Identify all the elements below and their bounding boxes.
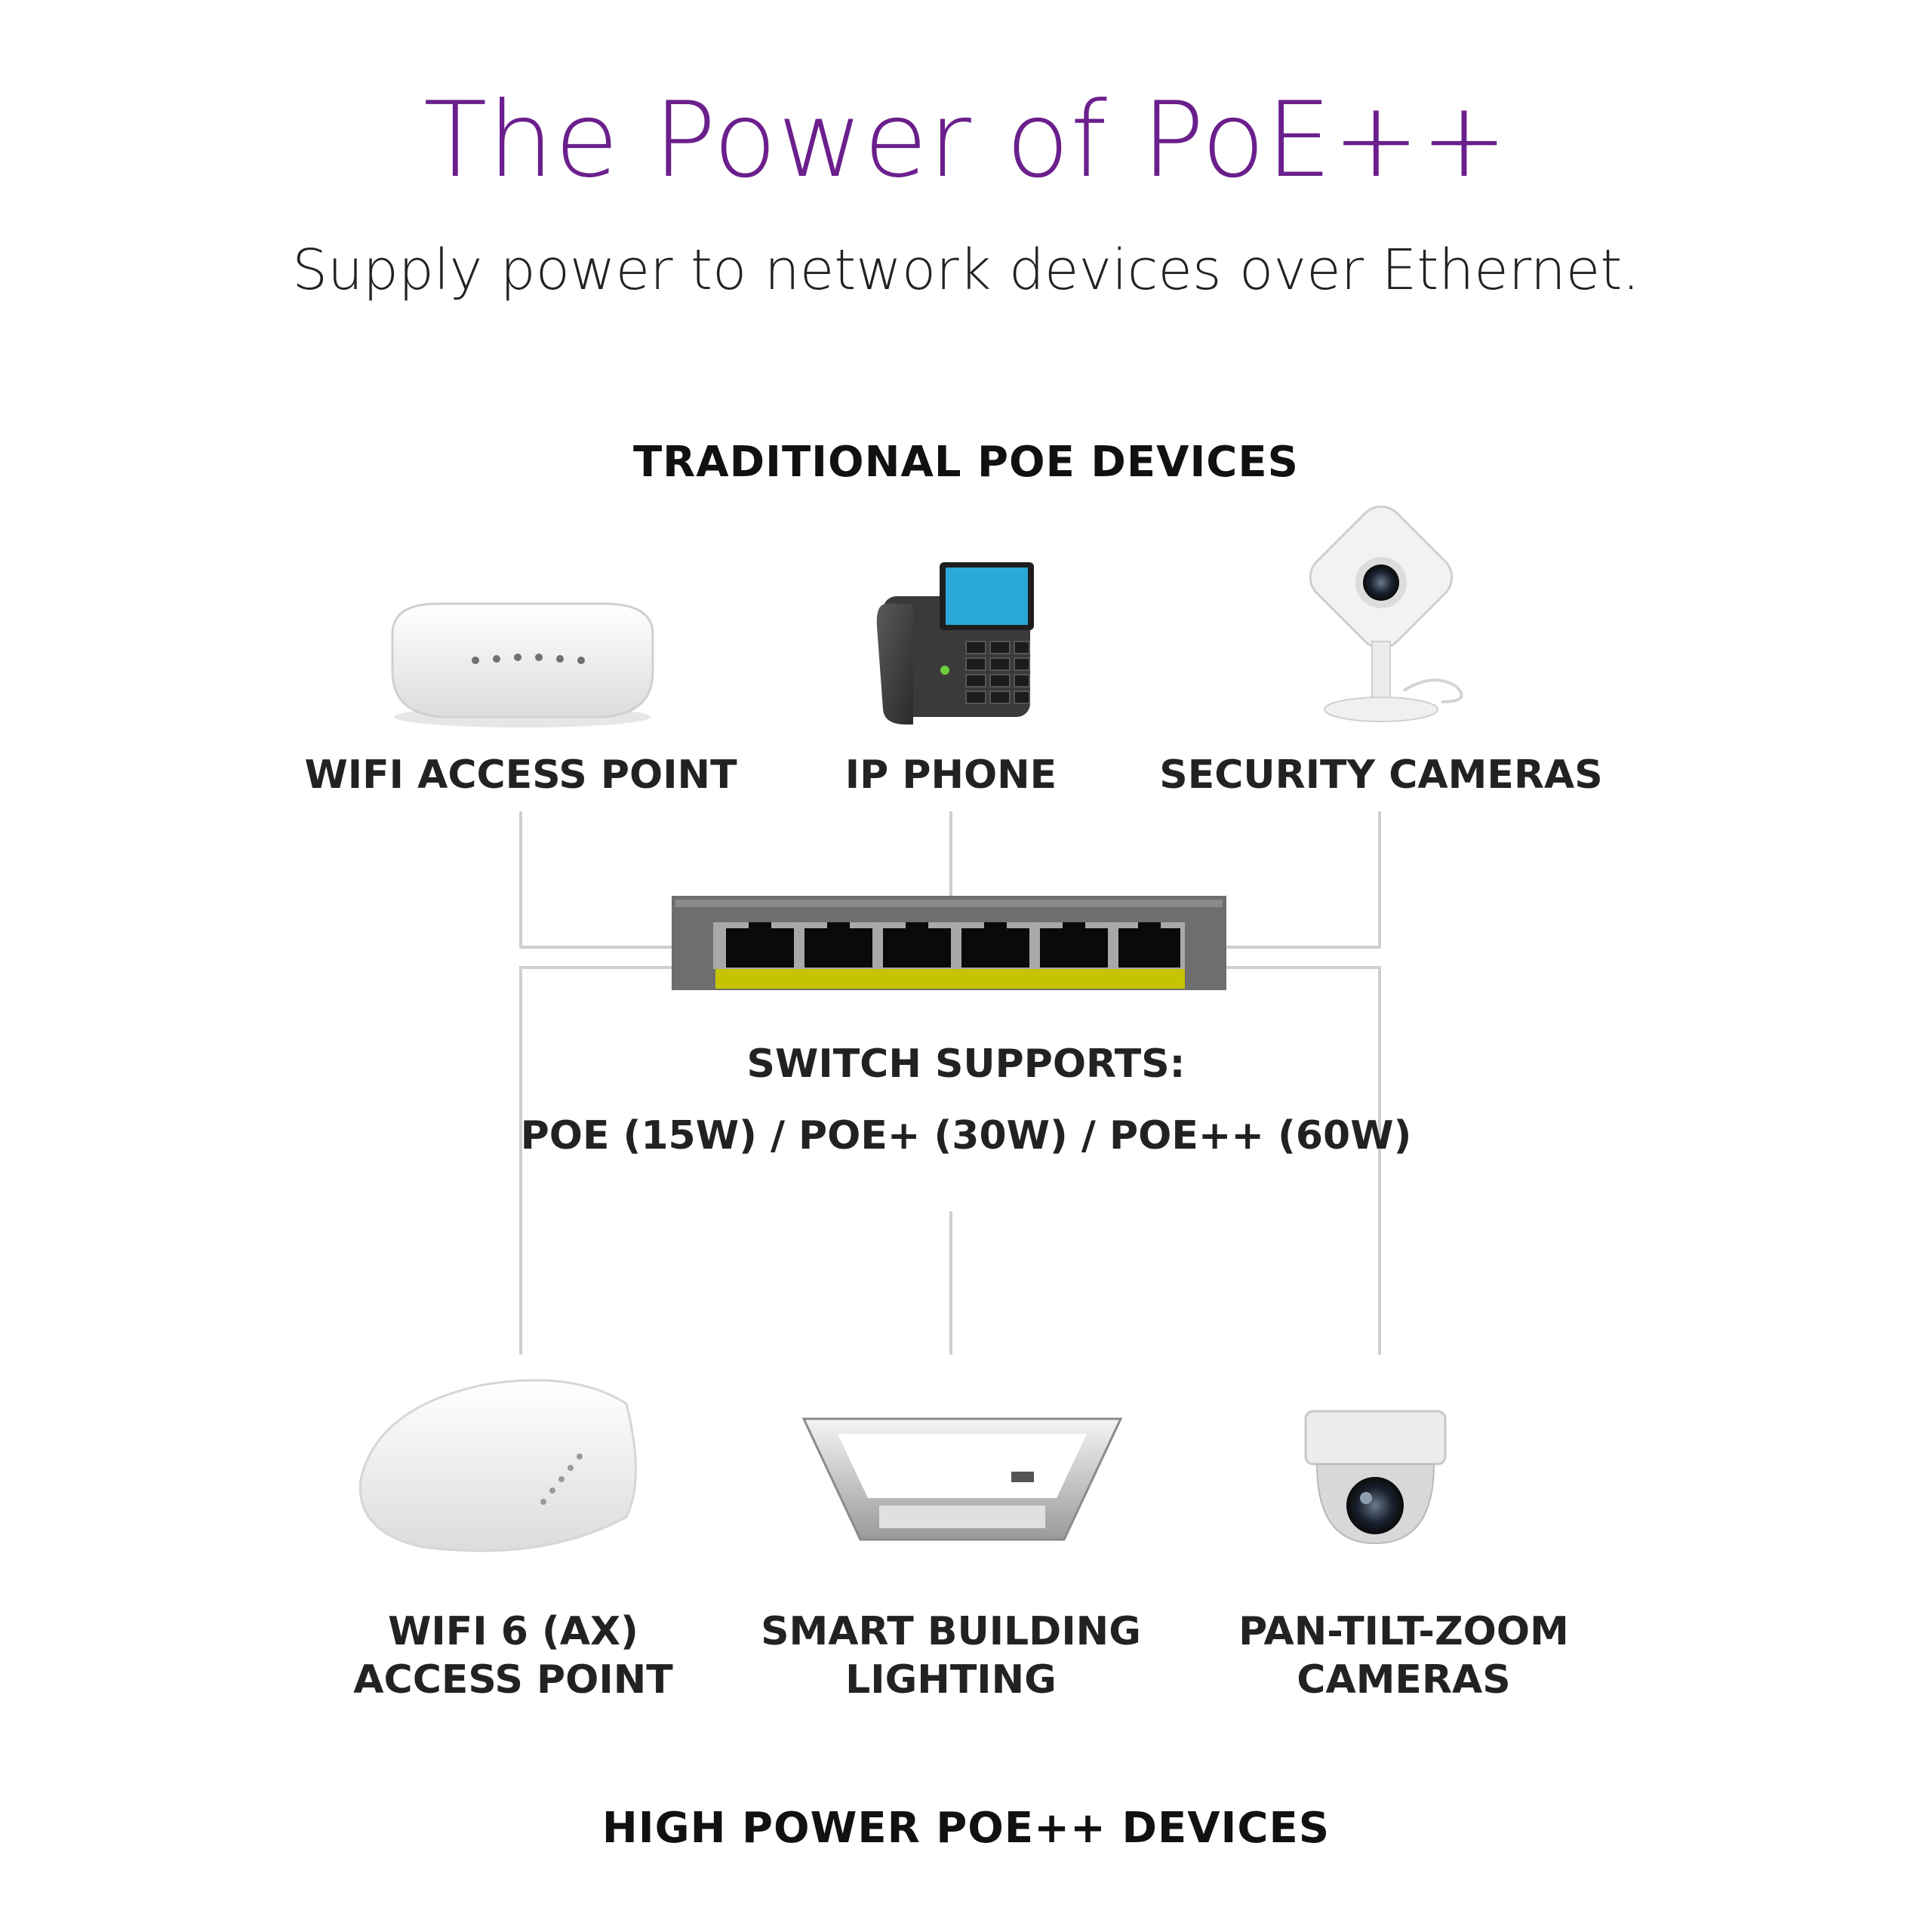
- label-lighting-line1: SMART BUILDING: [761, 1609, 1141, 1654]
- label-ptz-cameras: PAN-TILT-ZOOM CAMERAS: [1192, 1607, 1615, 1704]
- high-power-devices-heading: HIGH POWER POE++ DEVICES: [601, 1804, 1331, 1853]
- label-lighting-line2: LIGHTING: [845, 1657, 1057, 1703]
- label-wifi-access-point: WIFI ACCESS POINT: [304, 752, 737, 798]
- label-wifi6-line1: WIFI 6 (AX): [388, 1609, 638, 1654]
- connector-lines: [519, 811, 1381, 1355]
- switch-supports-heading: SWITCH SUPPORTS:: [746, 1041, 1186, 1087]
- label-ptz-line2: CAMERAS: [1297, 1657, 1511, 1703]
- wifi6-access-point-icon: [358, 1379, 637, 1552]
- label-security-cameras: SECURITY CAMERAS: [1159, 752, 1603, 798]
- wifi-access-point-icon: [391, 602, 654, 728]
- connector-ptz-camera: [1226, 966, 1381, 1355]
- page-title: The Power of PoE++: [423, 79, 1509, 201]
- poe-switch-icon: [672, 896, 1226, 990]
- label-smart-lighting: SMART BUILDING LIGHTING: [740, 1607, 1162, 1704]
- label-ptz-line1: PAN-TILT-ZOOM: [1238, 1609, 1569, 1654]
- ip-phone-icon: [876, 562, 1034, 724]
- smart-lighting-icon: [801, 1417, 1123, 1541]
- connector-wifi6-ap: [519, 966, 675, 1355]
- connector-security-camera: [1226, 811, 1381, 949]
- page-subtitle: Supply power to network devices over Eth…: [292, 238, 1640, 303]
- label-wifi6-line2: ACCESS POINT: [353, 1657, 673, 1703]
- traditional-devices-heading: TRADITIONAL POE DEVICES: [632, 438, 1299, 487]
- switch-supports-standards: POE (15W) / POE+ (30W) / POE++ (60W): [520, 1113, 1412, 1158]
- label-ip-phone: IP PHONE: [844, 752, 1057, 798]
- ptz-camera-icon: [1304, 1410, 1447, 1545]
- security-camera-icon: [1309, 505, 1463, 722]
- connector-wifi-ap: [519, 811, 675, 949]
- label-wifi6-access-point: WIFI 6 (AX) ACCESS POINT: [302, 1607, 724, 1704]
